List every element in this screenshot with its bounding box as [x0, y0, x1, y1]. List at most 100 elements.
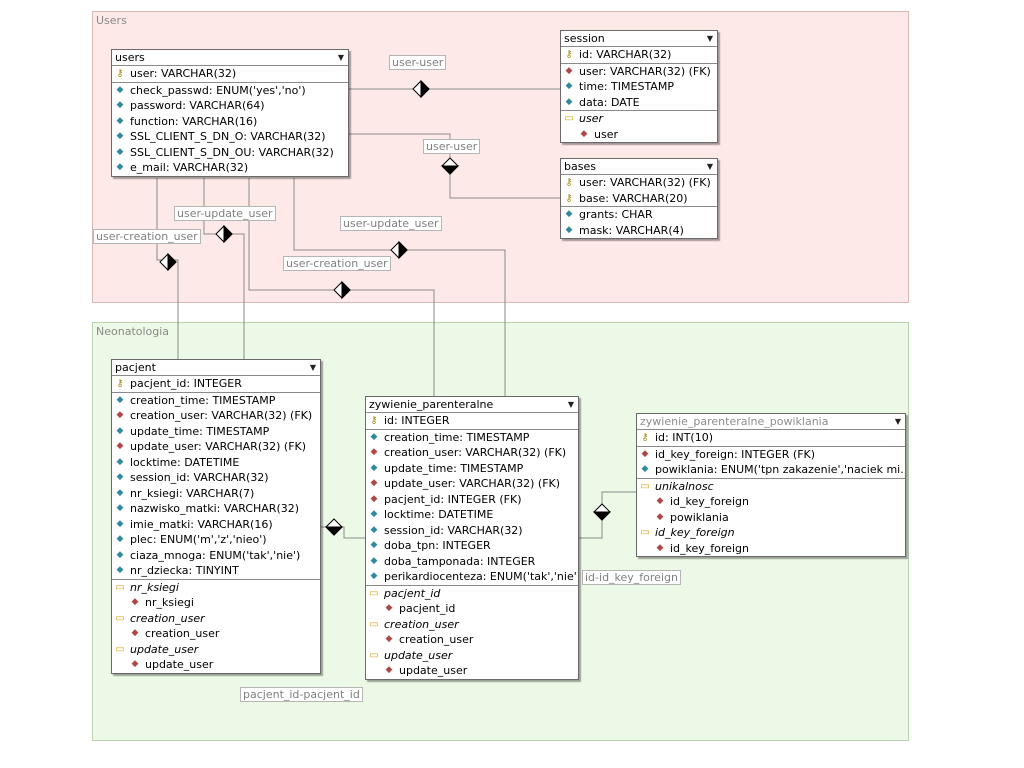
column-row[interactable]: ◆id_key_foreign: INTEGER (FK): [637, 445, 905, 463]
index-key-row[interactable]: ◆user: [561, 127, 717, 143]
column-row[interactable]: ◆imie_matki: VARCHAR(16): [112, 517, 320, 533]
index-row[interactable]: ▭id_key_foreign: [637, 525, 905, 541]
column-row[interactable]: ⚷user: VARCHAR(32): [112, 66, 348, 82]
index-row[interactable]: ▭nr_ksiegi: [112, 578, 320, 596]
column-row[interactable]: ◆mask: VARCHAR(4): [561, 223, 717, 239]
fk-diamond-icon: ◆: [385, 634, 393, 644]
table-zywienie-parenteralne[interactable]: zywienie_parenteralne▼⚷id: INTEGER◆creat…: [365, 396, 579, 680]
index-key-row[interactable]: ◆creation_user: [112, 626, 320, 642]
column-row[interactable]: ◆session_id: VARCHAR(32): [366, 523, 578, 539]
column-text: nazwisko_matki: VARCHAR(32): [130, 502, 300, 515]
dropdown-arrow-icon[interactable]: ▼: [567, 400, 574, 409]
index-key-row[interactable]: ◆nr_ksiegi: [112, 595, 320, 611]
column-row[interactable]: ◆doba_tpn: INTEGER: [366, 538, 578, 554]
rel-label-pacjent-id[interactable]: pacjent_id-pacjent_id: [240, 687, 363, 702]
column-row[interactable]: ◆update_time: TIMESTAMP: [366, 461, 578, 477]
column-row[interactable]: ◆check_passwd: ENUM('yes','no'): [112, 81, 348, 99]
rel-diamond-zywienie-powiklania: [592, 503, 612, 521]
column-row[interactable]: ◆creation_user: VARCHAR(32) (FK): [112, 408, 320, 424]
rel-label-user-user-bases[interactable]: user-user: [423, 139, 481, 154]
column-row[interactable]: ⚷base: VARCHAR(20): [561, 191, 717, 207]
index-name: id_key_foreign: [655, 526, 735, 539]
column-row[interactable]: ◆user: VARCHAR(32) (FK): [561, 62, 717, 80]
column-row[interactable]: ◆locktime: DATETIME: [366, 507, 578, 523]
index-key-row[interactable]: ◆pacjent_id: [366, 601, 578, 617]
table-bases[interactable]: bases▼⚷user: VARCHAR(32) (FK)⚷base: VARC…: [560, 158, 718, 239]
column-row[interactable]: ◆doba_tamponada: INTEGER: [366, 554, 578, 570]
index-row[interactable]: ▭update_user: [366, 648, 578, 664]
rel-label-pacjent-update-user[interactable]: user-update_user: [174, 206, 276, 221]
column-diamond-icon: ◆: [370, 555, 378, 566]
column-text: imie_matki: VARCHAR(16): [130, 517, 273, 531]
column-row[interactable]: ◆password: VARCHAR(64): [112, 98, 348, 114]
dropdown-arrow-icon[interactable]: ▼: [706, 34, 713, 43]
column-row[interactable]: ◆session_id: VARCHAR(32): [112, 470, 320, 486]
index-row[interactable]: ▭creation_user: [112, 611, 320, 627]
column-row[interactable]: ◆grants: CHAR: [561, 206, 717, 223]
column-row[interactable]: ◆update_user: VARCHAR(32) (FK): [112, 439, 320, 455]
rel-label-zywienie-update-user[interactable]: user-update_user: [340, 216, 442, 231]
rel-diamond-zywienie-update-user: [390, 240, 408, 260]
index-key-row[interactable]: ◆update_user: [112, 657, 320, 673]
table-header[interactable]: zywienie_parenteralne_powiklania▼: [637, 414, 905, 430]
column-row[interactable]: ⚷pacjent_id: INTEGER: [112, 376, 320, 392]
index-row[interactable]: ▭pacjent_id: [366, 584, 578, 602]
column-row[interactable]: ◆nr_ksiegi: VARCHAR(7): [112, 486, 320, 502]
index-key-row[interactable]: ◆powiklania: [637, 510, 905, 526]
column-row[interactable]: ◆ciaza_mnoga: ENUM('tak','nie'): [112, 548, 320, 564]
index-row[interactable]: ▭update_user: [112, 642, 320, 658]
column-row[interactable]: ◆update_user: VARCHAR(32) (FK): [366, 476, 578, 492]
table-users[interactable]: users▼⚷user: VARCHAR(32)◆check_passwd: E…: [111, 49, 349, 177]
dropdown-arrow-icon[interactable]: ▼: [706, 162, 713, 171]
column-row[interactable]: ◆update_time: TIMESTAMP: [112, 424, 320, 440]
dropdown-arrow-icon[interactable]: ▼: [894, 417, 901, 426]
column-row[interactable]: ◆plec: ENUM('m','z','nieo'): [112, 532, 320, 548]
dropdown-arrow-icon[interactable]: ▼: [309, 363, 316, 372]
column-row[interactable]: ◆function: VARCHAR(16): [112, 114, 348, 130]
column-diamond-icon: ◆: [116, 162, 124, 172]
column-diamond-icon: ◆: [565, 96, 573, 107]
column-row[interactable]: ◆creation_time: TIMESTAMP: [366, 428, 578, 446]
column-row[interactable]: ⚷id: VARCHAR(32): [561, 47, 717, 63]
table-header[interactable]: session▼: [561, 31, 717, 47]
table-zywienie-parenteralne-powiklania[interactable]: zywienie_parenteralne_powiklania▼⚷id: IN…: [636, 413, 906, 557]
index-row[interactable]: ▭user: [561, 110, 717, 127]
column-row[interactable]: ◆pacjent_id: INTEGER (FK): [366, 492, 578, 508]
index-key-row[interactable]: ◆creation_user: [366, 632, 578, 648]
table-header[interactable]: pacjent▼: [112, 360, 320, 376]
column-row[interactable]: ◆locktime: DATETIME: [112, 455, 320, 471]
column-row[interactable]: ⚷id: INTEGER: [366, 413, 578, 429]
index-row[interactable]: ▭creation_user: [366, 617, 578, 633]
column-row[interactable]: ◆creation_user: VARCHAR(32) (FK): [366, 445, 578, 461]
index-row[interactable]: ▭unikalnosc: [637, 477, 905, 495]
column-row[interactable]: ◆data: DATE: [561, 95, 717, 111]
column-row[interactable]: ◆creation_time: TIMESTAMP: [112, 391, 320, 409]
rel-label-id-key-foreign[interactable]: id-id_key_foreign: [582, 570, 681, 585]
column-row[interactable]: ◆time: TIMESTAMP: [561, 79, 717, 95]
table-header[interactable]: users▼: [112, 50, 348, 66]
table-pacjent[interactable]: pacjent▼⚷pacjent_id: INTEGER◆creation_ti…: [111, 359, 321, 674]
index-key-row[interactable]: ◆id_key_foreign: [637, 541, 905, 557]
index-key-row[interactable]: ◆update_user: [366, 663, 578, 679]
rel-label-user-user-session[interactable]: user-user: [389, 55, 447, 70]
table-header[interactable]: bases▼: [561, 159, 717, 175]
rel-diamond-zywienie-creation-user: [333, 280, 351, 300]
column-row[interactable]: ◆perikardiocenteza: ENUM('tak','nie'): [366, 569, 578, 585]
index-key-row[interactable]: ◆id_key_foreign: [637, 494, 905, 510]
fk-diamond-icon: ◆: [370, 493, 378, 504]
column-row[interactable]: ◆nazwisko_matki: VARCHAR(32): [112, 501, 320, 517]
column-text: creation_time: TIMESTAMP: [384, 430, 530, 444]
dropdown-arrow-icon[interactable]: ▼: [337, 53, 344, 62]
column-row[interactable]: ◆powiklania: ENUM('tpn zakazenie','nacie…: [637, 462, 905, 478]
column-row[interactable]: ⚷user: VARCHAR(32) (FK): [561, 175, 717, 191]
rel-label-pacjent-creation-user[interactable]: user-creation_user: [93, 229, 201, 244]
column-row[interactable]: ◆e_mail: VARCHAR(32): [112, 160, 348, 176]
column-row[interactable]: ◆SSL_CLIENT_S_DN_OU: VARCHAR(32): [112, 145, 348, 161]
table-session[interactable]: session▼⚷id: VARCHAR(32)◆user: VARCHAR(3…: [560, 30, 718, 143]
table-header[interactable]: zywienie_parenteralne▼: [366, 397, 578, 413]
rel-diamond-pacjent-creation-user: [159, 252, 177, 272]
rel-label-zywienie-creation-user[interactable]: user-creation_user: [283, 256, 391, 271]
column-row[interactable]: ◆SSL_CLIENT_S_DN_O: VARCHAR(32): [112, 129, 348, 145]
column-row[interactable]: ⚷id: INT(10): [637, 430, 905, 446]
column-row[interactable]: ◆nr_dziecka: TINYINT: [112, 563, 320, 579]
